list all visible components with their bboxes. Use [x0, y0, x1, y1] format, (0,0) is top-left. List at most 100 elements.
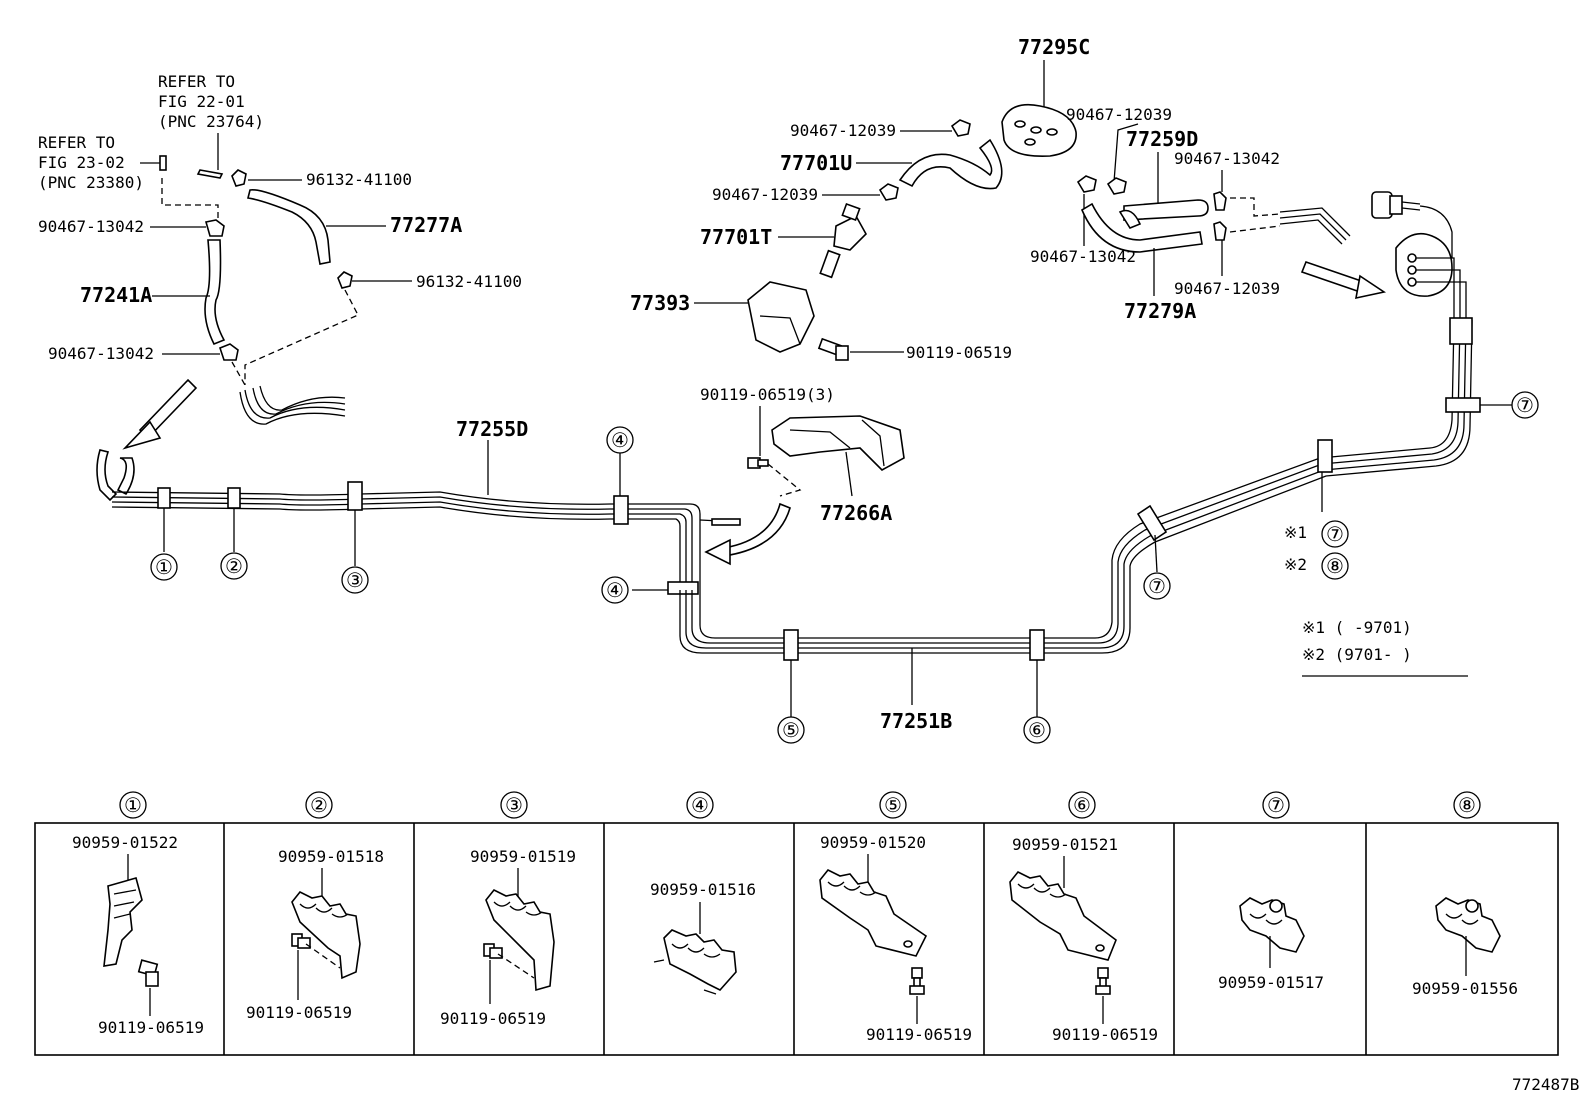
hose-clip[interactable] — [950, 119, 971, 137]
refer-note-fig-22[interactable]: REFER TO FIG 22-01 (PNC 23764) — [158, 72, 264, 131]
mounting-bracket-77266A[interactable] — [771, 415, 905, 471]
bolt-part-number[interactable]: 90119-06519 — [440, 1009, 546, 1028]
part-label-90467-13042[interactable]: 90467-13042 — [38, 217, 144, 236]
clamp-part-number[interactable]: 90959-01517 — [1218, 973, 1324, 992]
part-label-77255D[interactable]: 77255D — [456, 417, 528, 441]
clamp-part-number[interactable]: 90959-01519 — [470, 847, 576, 866]
part-label-90467-12039[interactable]: 90467-12039 — [712, 185, 818, 204]
callout-6[interactable]: ⑥ — [1023, 716, 1051, 744]
callout-8-note2[interactable]: ※2 ⑧ — [1284, 552, 1349, 580]
bolt-90119-06519[interactable] — [747, 457, 769, 469]
callout-5[interactable]: ⑤ — [777, 716, 805, 744]
bolt-part-number[interactable]: 90119-06519 — [246, 1003, 352, 1022]
callout-2[interactable]: ② — [220, 552, 248, 580]
hose-clip[interactable] — [1076, 175, 1097, 193]
clamp-90959-01520[interactable] — [819, 868, 928, 957]
hose-77701U[interactable] — [898, 138, 1003, 190]
hose-77277A[interactable] — [247, 188, 331, 265]
part-label-90467-13042[interactable]: 90467-13042 — [48, 344, 154, 363]
part-label-77266A[interactable]: 77266A — [820, 501, 892, 525]
part-label-77701T[interactable]: 77701T — [700, 225, 772, 249]
hose-clip[interactable] — [1106, 177, 1127, 195]
callout-1[interactable]: ① — [150, 553, 178, 581]
clamp-90959-01556[interactable] — [1435, 897, 1501, 953]
fuel-line-77251B[interactable] — [679, 319, 1473, 654]
bolt-90119-06519[interactable] — [1095, 967, 1111, 995]
svg-text:③: ③ — [505, 793, 523, 817]
part-label-90467-13042[interactable]: 90467-13042 — [1174, 149, 1280, 168]
pipe-clamp-1[interactable] — [157, 487, 171, 509]
hose-clip[interactable] — [219, 343, 239, 361]
bolt-90119-06519[interactable] — [909, 967, 925, 995]
svg-text:①: ① — [155, 555, 173, 579]
pipe-clamp-5[interactable] — [783, 629, 799, 661]
canister-cover-77295C[interactable] — [1001, 103, 1077, 157]
callout-7-note1[interactable]: ※1 ⑦ — [1284, 520, 1349, 548]
bolt-90119-06519[interactable] — [137, 959, 159, 987]
part-label-96132-41100[interactable]: 96132-41100 — [416, 272, 522, 291]
hose-77241A[interactable] — [204, 239, 226, 346]
callout-4-lower[interactable]: ④ — [601, 576, 629, 604]
callout-7-mid[interactable]: ⑦ — [1143, 572, 1171, 600]
clamp-90959-01519[interactable] — [485, 888, 555, 992]
part-label-77393[interactable]: 77393 — [630, 291, 690, 315]
hose-77259D[interactable] — [1123, 199, 1209, 221]
callout-4-upper[interactable]: ④ — [606, 426, 634, 454]
clamp-part-number[interactable]: 90959-01556 — [1412, 979, 1518, 998]
clamp-90959-01522[interactable] — [103, 877, 143, 967]
clamp-90959-01516[interactable] — [653, 929, 737, 995]
pipe-clamp-7-top[interactable] — [1445, 397, 1481, 413]
hose-clip[interactable] — [231, 169, 247, 187]
part-label-77277A[interactable]: 77277A — [390, 213, 462, 237]
pipe-clamp-3[interactable] — [347, 481, 363, 511]
part-label-90119-06519-3[interactable]: 90119-06519(3) — [700, 385, 835, 404]
clamp-90959-01521[interactable] — [1009, 870, 1117, 961]
hose-clip[interactable] — [204, 219, 225, 237]
part-label-90467-13042[interactable]: 90467-13042 — [1030, 247, 1136, 266]
bolt-part-number[interactable]: 90119-06519 — [866, 1025, 972, 1044]
hose-clip[interactable] — [1213, 221, 1227, 241]
bolt-90119-06519[interactable] — [817, 337, 849, 361]
pipe-fitting-plate[interactable] — [1395, 232, 1453, 297]
refer-note-fig-23[interactable]: REFER TO FIG 23-02 (PNC 23380) — [38, 133, 144, 192]
canister-bracket-77393[interactable] — [747, 281, 815, 353]
bolt-part-number[interactable]: 90119-06519 — [98, 1018, 204, 1037]
bolt-90119-06519[interactable] — [483, 943, 503, 959]
bolt-part-number[interactable]: 90119-06519 — [1052, 1025, 1158, 1044]
clamp-90959-01518[interactable] — [291, 890, 361, 980]
part-label-90467-12039[interactable]: 90467-12039 — [790, 121, 896, 140]
hose-clip[interactable] — [1213, 191, 1227, 211]
pipe-clamp-7-mid[interactable] — [1136, 504, 1168, 542]
pipe-end-stub — [196, 169, 224, 179]
part-label-77295C[interactable]: 77295C — [1018, 35, 1090, 59]
clamp-part-number[interactable]: 90959-01516 — [650, 880, 756, 899]
callout-7-top[interactable]: ⑦ — [1511, 391, 1539, 419]
part-label-90467-12039[interactable]: 90467-12039 — [1066, 105, 1172, 124]
part-label-96132-41100[interactable]: 96132-41100 — [306, 170, 412, 189]
bolt-90119-06519[interactable] — [291, 933, 311, 949]
vacuum-valve-77701T[interactable] — [819, 202, 867, 279]
fuel-line-77255D[interactable] — [96, 449, 701, 590]
pipe-clamp-4-upper[interactable] — [613, 495, 629, 525]
hose-clip[interactable] — [878, 183, 899, 201]
part-label-90119-06519[interactable]: 90119-06519 — [906, 343, 1012, 362]
clamp-part-number[interactable]: 90959-01518 — [278, 847, 384, 866]
part-label-77241A[interactable]: 77241A — [80, 283, 152, 307]
part-label-77279A[interactable]: 77279A — [1124, 299, 1196, 323]
hose-77279A[interactable] — [1080, 202, 1203, 253]
clamp-part-number[interactable]: 90959-01522 — [72, 833, 178, 852]
hose-clip[interactable] — [337, 271, 353, 289]
part-label-77259D[interactable]: 77259D — [1126, 127, 1198, 151]
pipe-clamp-4-lower[interactable] — [667, 581, 699, 595]
pipe-end-stub — [159, 155, 167, 171]
clamp-90959-01517[interactable] — [1239, 897, 1305, 953]
pipe-clamp-6[interactable] — [1029, 629, 1045, 661]
part-label-77251B[interactable]: 77251B — [880, 709, 952, 733]
clamp-part-number[interactable]: 90959-01520 — [820, 833, 926, 852]
part-label-90467-12039[interactable]: 90467-12039 — [1174, 279, 1280, 298]
pipe-clamp-7-right[interactable] — [1317, 439, 1333, 473]
clamp-part-number[interactable]: 90959-01521 — [1012, 835, 1118, 854]
pipe-clamp-2[interactable] — [227, 487, 241, 509]
callout-3[interactable]: ③ — [341, 566, 369, 594]
part-label-77701U[interactable]: 77701U — [780, 151, 852, 175]
